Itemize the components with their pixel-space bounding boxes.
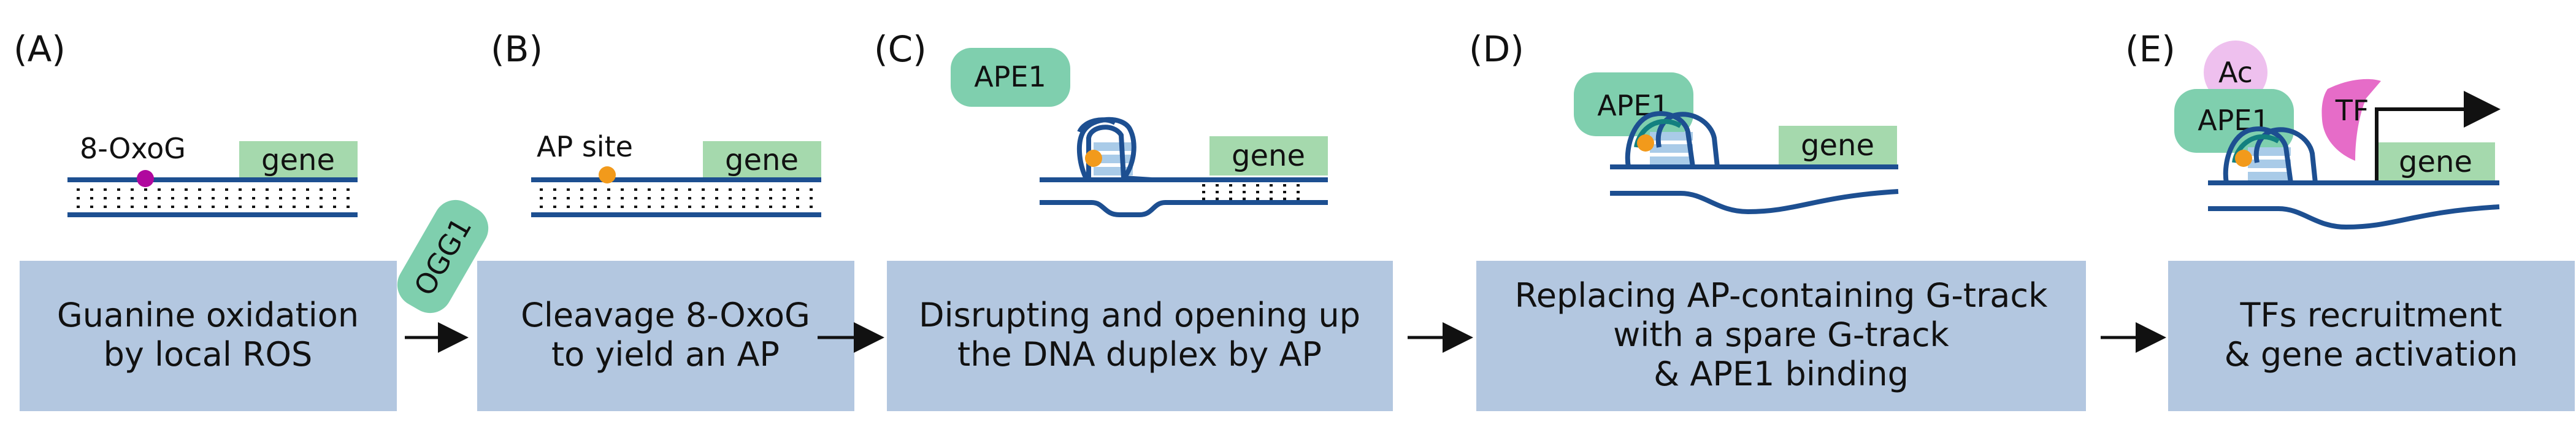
ap-site-dot	[2235, 150, 2252, 167]
ac-modification	[2204, 40, 2267, 104]
ap-site-label: AP site	[537, 130, 633, 163]
step-text-line: with a spare G-track	[1613, 315, 1949, 354]
panel-e-label: (E)	[2125, 28, 2175, 70]
gene-block	[1209, 136, 1328, 176]
panel-a: (A) 8-OxoG gene Guanine oxidation by loc…	[13, 28, 397, 411]
panel-c-label: (C)	[874, 28, 927, 70]
gene-block	[239, 141, 358, 179]
ap-site-dot	[1085, 150, 1102, 167]
panel-d-label: (D)	[1469, 28, 1524, 70]
step-text-line: & gene activation	[2225, 335, 2518, 374]
step-text-line: TFs recruitment	[2239, 296, 2502, 334]
ac-label: Ac	[2218, 56, 2253, 89]
step-box	[1476, 261, 2086, 411]
step-text-line: the DNA duplex by AP	[957, 335, 1322, 374]
panel-a-label: (A)	[13, 28, 66, 70]
oxog-site-dot	[137, 170, 154, 187]
dna-bottom-strand	[1610, 189, 1899, 215]
dna-bottom-strand	[1040, 200, 1328, 217]
ape1-label: APE1	[2198, 104, 2270, 137]
gene-block	[2377, 142, 2495, 182]
panel-c: (C) APE1 gene Disrupting and opening up …	[874, 28, 1393, 411]
gene-label: gene	[2399, 145, 2472, 179]
tf-label: TF	[2335, 94, 2369, 127]
gene-label: gene	[1801, 128, 1874, 163]
ape1-protein	[951, 48, 1070, 107]
panel-d: (D) APE1 gene Replacing AP-containing G-…	[1469, 28, 2086, 411]
step-text-line: Guanine oxidation	[57, 296, 359, 334]
gene-block	[1779, 126, 1897, 165]
g-quadruplex	[1043, 117, 1152, 182]
step-text-line: & APE1 binding	[1654, 355, 1909, 393]
step-text-line: to yield an AP	[551, 335, 780, 374]
gene-label: gene	[261, 143, 335, 177]
gene-label: gene	[1232, 139, 1305, 173]
panel-b: (B) AP site gene Cleavage 8-OxoG to yiel…	[477, 28, 854, 411]
oxog-label: 8-OxoG	[80, 132, 186, 165]
ape1-label: APE1	[1597, 89, 1669, 122]
step-box	[887, 261, 1393, 411]
step-text-line: Cleavage 8-OxoG	[521, 296, 810, 334]
ape1-label: APE1	[974, 60, 1046, 93]
step-text-line: Replacing AP-containing G-track	[1515, 276, 2048, 315]
step-box	[20, 261, 397, 411]
ap-site-dot	[599, 166, 616, 183]
step-box	[477, 261, 854, 411]
ap-site-dot	[1637, 134, 1654, 152]
tf-protein	[2321, 79, 2381, 161]
panel-b-label: (B)	[491, 28, 543, 70]
gene-label: gene	[725, 143, 799, 177]
panel-e: (E) Ac APE1 TF gene TFs recruitment & ge…	[2125, 28, 2575, 411]
step-text-line: by local ROS	[104, 335, 313, 374]
step-text-line: Disrupting and opening up	[919, 296, 1360, 334]
step-box	[2168, 261, 2575, 411]
dna-bottom-strand	[2208, 204, 2500, 230]
transcription-arrow	[2375, 91, 2501, 183]
gene-block	[703, 141, 821, 179]
